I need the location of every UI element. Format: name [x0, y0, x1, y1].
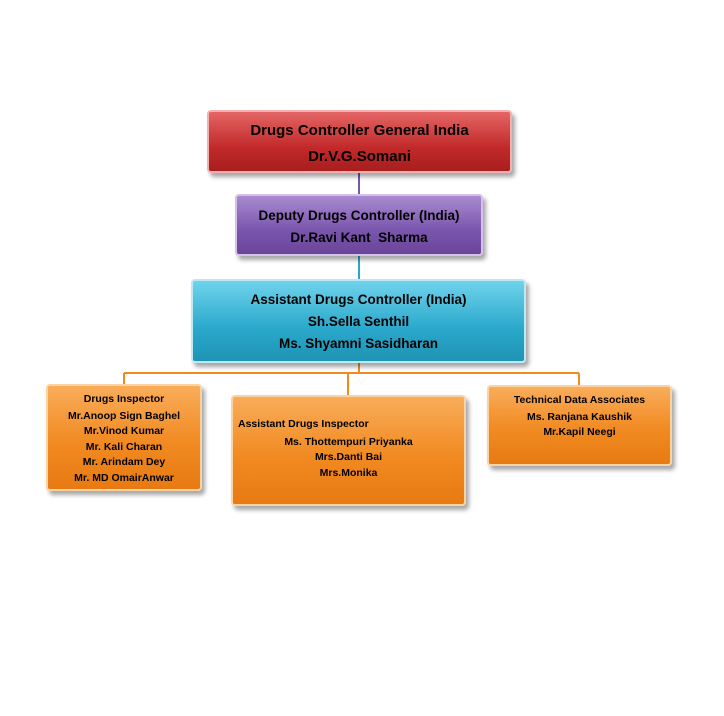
drugs-inspector-box: Drugs Inspector Mr.Anoop Sign Baghel Mr.… [46, 384, 202, 491]
adc-name: Ms. Shyamni Sasidharan [278, 336, 439, 351]
drugs-inspector-name: Mr. MD OmairAnwar [74, 471, 174, 484]
technical-data-associates-name: Mr.Kapil Neegi [543, 426, 616, 438]
drugs-inspector-name: Mr.Anoop Sign Baghel [68, 409, 180, 422]
dcgi-title: Drugs Controller General India [250, 122, 469, 139]
technical-data-associates-title: Technical Data Associates [513, 394, 646, 406]
adc-name: Sh.Sella Senthil [307, 314, 410, 329]
ddc-name: Dr.Ravi Kant Sharma [290, 230, 428, 245]
drugs-inspector-name: Mr. Kali Charan [85, 440, 163, 453]
drugs-inspector-name: Mr.Vinod Kumar [83, 425, 165, 437]
assistant-drugs-inspector-title: Assistant Drugs Inspector [238, 418, 369, 430]
assistant-drugs-inspector-box: Assistant Drugs Inspector Ms. Thottempur… [231, 395, 466, 506]
adc-box: Assistant Drugs Controller (India) Sh.Se… [191, 279, 526, 363]
assistant-drugs-inspector-name: Mrs.Danti Bai [314, 451, 383, 463]
ddc-box: Deputy Drugs Controller (India) Dr.Ravi … [235, 194, 483, 256]
technical-data-associates-name: Ms. Ranjana Kaushik [526, 410, 633, 423]
drugs-inspector-title: Drugs Inspector [83, 393, 165, 405]
drugs-inspector-name: Mr. Arindam Dey [82, 456, 166, 468]
dcgi-box: Drugs Controller General India Dr.V.G.So… [207, 110, 512, 173]
ddc-title: Deputy Drugs Controller (India) [258, 208, 460, 223]
assistant-drugs-inspector-name: Mrs.Monika [319, 466, 378, 479]
technical-data-associates-box: Technical Data Associates Ms. Ranjana Ka… [487, 385, 672, 466]
dcgi-name: Dr.V.G.Somani [308, 148, 411, 165]
assistant-drugs-inspector-name: Ms. Thottempuri Priyanka [284, 435, 413, 448]
adc-title: Assistant Drugs Controller (India) [250, 292, 467, 307]
